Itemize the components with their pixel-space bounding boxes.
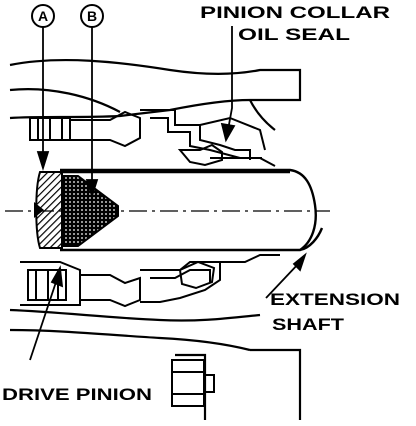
part-a-pinion-end [35, 171, 63, 249]
label-shaft: SHAFT [272, 315, 345, 334]
label-pinion-collar: PINION COLLAR [200, 3, 390, 22]
label-drive-pinion: DRIVE PINION [2, 385, 152, 404]
upper-bearing [29, 109, 266, 160]
svg-text:B: B [87, 8, 97, 24]
callout-a: A [31, 4, 55, 28]
shaft [60, 168, 324, 252]
part-b-joint [34, 175, 119, 247]
label-extension: EXTENSION [270, 290, 400, 309]
bolt [171, 359, 215, 407]
pinion-collar-oil-seal-lower [178, 260, 216, 290]
callout-b: B [80, 4, 104, 28]
leader-lines [29, 26, 307, 361]
lower-housing [9, 308, 302, 420]
svg-text:A: A [38, 8, 48, 24]
pinion-collar-oil-seal-upper [177, 143, 276, 167]
upper-housing [9, 58, 302, 131]
label-oil-seal: OIL SEAL [238, 25, 350, 44]
